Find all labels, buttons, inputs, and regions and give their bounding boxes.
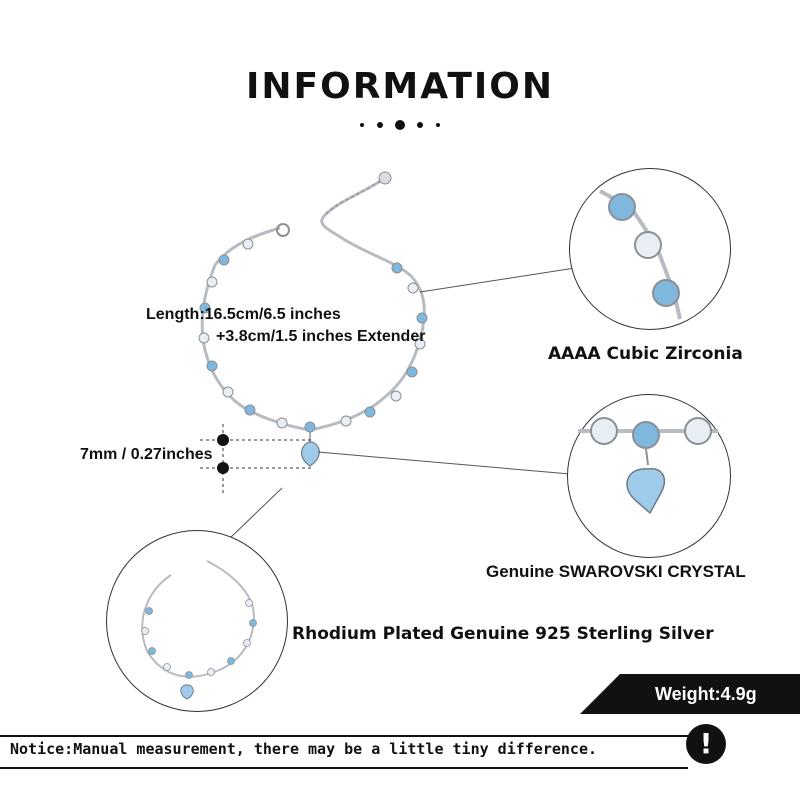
- zirconia-closeup: [569, 168, 731, 330]
- length-label: Length:16.5cm/6.5 inches: [146, 306, 341, 323]
- crystal-label: Genuine SWAROVSKI CRYSTAL: [486, 562, 746, 581]
- zirconia-label: AAAA Cubic Zirconia: [548, 344, 743, 364]
- page-title: INFORMATION: [245, 66, 554, 107]
- silver-label: Rhodium Plated Genuine 925 Sterling Silv…: [292, 624, 714, 644]
- width-label: 7mm / 0.27inches: [80, 446, 213, 463]
- weight-label: Weight:4.9g: [655, 684, 757, 704]
- notice-bar: [0, 735, 688, 769]
- bracelet-overview-image: [141, 560, 257, 700]
- bracelet-overview: [106, 530, 288, 712]
- extender-label: +3.8cm/1.5 inches Extender: [216, 328, 426, 345]
- zirconia-closeup-image: [599, 189, 682, 320]
- alert-icon: !: [686, 724, 726, 764]
- notice-text: Notice:Manual measurement, there may be …: [10, 740, 597, 758]
- weight-banner: [580, 674, 800, 714]
- crystal-closeup: [567, 394, 731, 558]
- crystal-closeup-image: [578, 417, 718, 515]
- title-divider-dots: [360, 120, 440, 130]
